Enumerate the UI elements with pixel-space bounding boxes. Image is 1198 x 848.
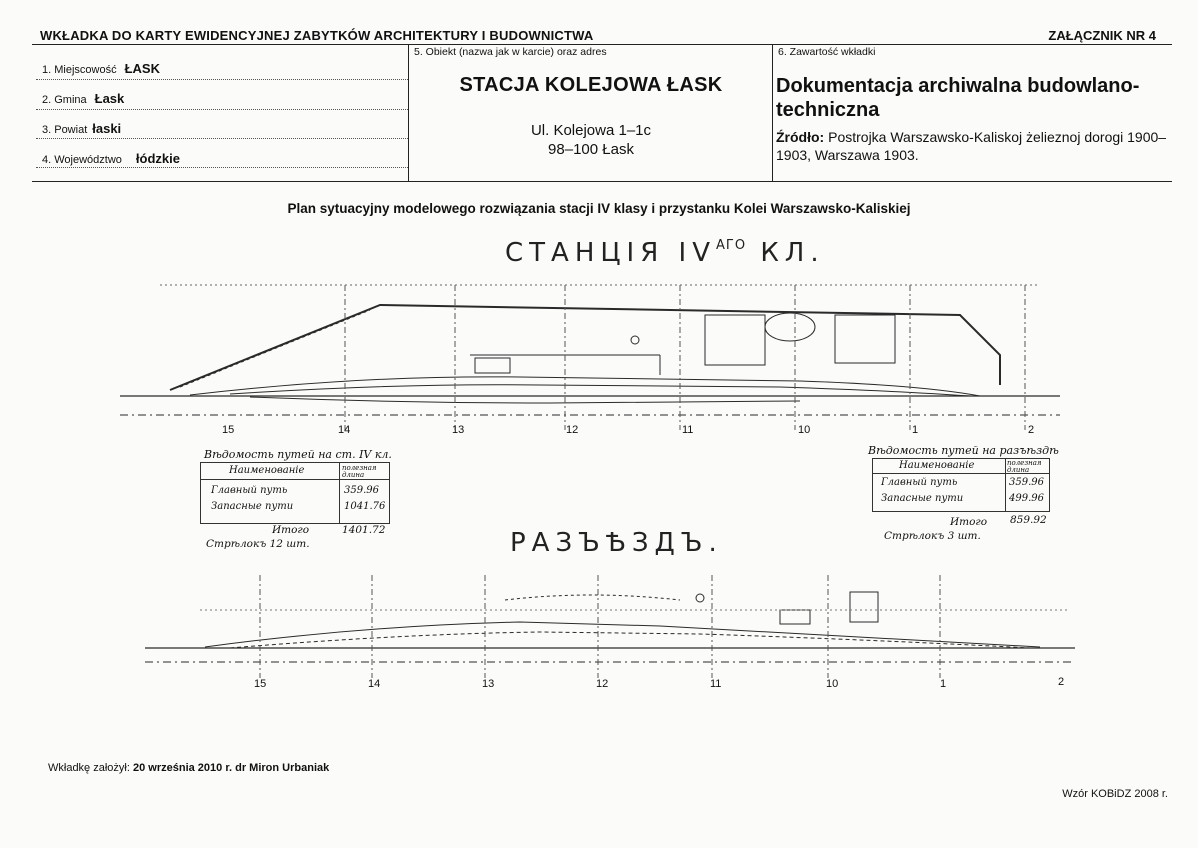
object-name: STACJA KOLEJOWA ŁASK xyxy=(459,74,723,96)
track-table-right: Наименованіе полезная длина Главный путь… xyxy=(872,458,1050,512)
founder-value: 20 września 2010 r. dr Miron Urbaniak xyxy=(132,762,330,774)
table-total-label: Итого xyxy=(950,516,988,528)
km-mark: 2 xyxy=(1058,676,1065,688)
table-row-name: Запасные пути xyxy=(211,501,294,512)
km-mark: 12 xyxy=(596,678,609,690)
table-row-name: Главный путь xyxy=(881,477,958,488)
field-value: łaski xyxy=(92,121,122,136)
km-mark: 15 xyxy=(222,424,235,436)
table-header-name: Наименованіе xyxy=(899,460,975,471)
drawing1-title-sup: АГО xyxy=(716,238,747,253)
track-table-right-caption: Вѣдомость путей на разъѣздѣ xyxy=(868,444,1059,457)
km-mark: 2 xyxy=(1028,424,1035,436)
field-divider xyxy=(36,138,408,139)
table-header-length: полезная длина xyxy=(342,464,377,479)
field-value: Łask xyxy=(94,91,125,106)
km-mark: 1 xyxy=(912,424,919,436)
source-label: Źródło: xyxy=(776,129,825,145)
table-row-name: Запасные пути xyxy=(881,493,964,504)
table-row-length: 359.96 xyxy=(344,485,379,496)
passing-loop-drawing xyxy=(145,575,1075,678)
header-bottom-rule xyxy=(32,181,1172,182)
km-mark: 11 xyxy=(710,678,722,690)
object-caption: 5. Obiekt (nazwa jak w karcie) oraz adre… xyxy=(414,46,607,58)
km-mark: 1 xyxy=(940,678,947,690)
table-header-length: полезная длина xyxy=(1007,459,1042,474)
km-mark: 11 xyxy=(682,424,694,436)
km-mark: 14 xyxy=(338,424,351,436)
track-table-left-caption: Вѣдомость путей на ст. IV кл. xyxy=(204,448,392,461)
content-caption: 6. Zawartość wkładki xyxy=(778,46,876,58)
address-street: Ul. Kolejowa 1–1c xyxy=(530,122,652,139)
drawing1-title-end: КЛ. xyxy=(746,238,825,268)
source-text: Postrojka Warszawsko-Kaliskoj żelieznoj … xyxy=(776,129,1167,163)
field-label: 1. Miejscowość xyxy=(42,64,117,76)
field-value: łódzkie xyxy=(135,151,180,166)
table-switches: Стрѣлокъ 12 шт. xyxy=(206,538,310,550)
field-divider xyxy=(36,109,408,110)
founder-label: Wkładkę założył: xyxy=(48,762,133,774)
table-row-name: Главный путь xyxy=(211,485,288,496)
table-switches: Стрѣлокъ 3 шт. xyxy=(884,530,981,542)
field-label: 2. Gmina xyxy=(42,94,87,106)
founder-note: Wkładkę założył: 20 września 2010 r. dr … xyxy=(48,762,329,774)
field-divider xyxy=(36,167,408,168)
field-value: ŁASK xyxy=(124,61,160,76)
header-rule xyxy=(32,44,1172,45)
plan-title: Plan sytuacyjny modelowego rozwiązania s… xyxy=(287,201,911,216)
content-title: Dokumentacja archiwalna budowlano-techni… xyxy=(776,75,1140,121)
field-county: 3. Powiat łaski xyxy=(42,120,121,138)
table-row-length: 499.96 xyxy=(1009,493,1044,504)
table-row-length: 1041.76 xyxy=(344,501,386,512)
column-divider xyxy=(408,44,409,181)
sheet-title: WKŁADKA DO KARTY EWIDENCYJNEJ ZABYTKÓW A… xyxy=(40,28,594,43)
source-note: Źródło: Postrojka Warszawsko-Kaliskoj że… xyxy=(776,128,1176,164)
km-mark: 10 xyxy=(826,678,839,690)
annex-number: ZAŁĄCZNIK NR 4 xyxy=(1048,28,1156,43)
column-divider xyxy=(772,44,773,181)
km-mark: 14 xyxy=(368,678,381,690)
km-mark: 13 xyxy=(482,678,495,690)
drawing1-title-main: СТАНЦIЯ IV xyxy=(505,238,717,268)
address-postal: 98–100 Łask xyxy=(548,141,634,158)
km-mark: 10 xyxy=(798,424,811,436)
station-plan-drawing xyxy=(120,284,1060,430)
field-locality: 1. Miejscowość ŁASK xyxy=(42,60,160,78)
table-row-length: 359.96 xyxy=(1009,477,1044,488)
km-mark: 15 xyxy=(254,678,267,690)
km-mark: 13 xyxy=(452,424,465,436)
field-divider xyxy=(36,79,408,80)
km-mark: 12 xyxy=(566,424,579,436)
drawing2-title: РАЗЪѢЗДЪ. xyxy=(510,528,723,558)
table-total-value: 1401.72 xyxy=(342,524,386,536)
table-total-label: Итого xyxy=(272,524,310,536)
object-address: Ul. Kolejowa 1–1c 98–100 Łask xyxy=(410,121,772,159)
table-header-name: Наименованіе xyxy=(229,465,305,476)
field-commune: 2. Gmina Łask xyxy=(42,90,124,108)
drawing1-title: СТАНЦIЯ IVАГО КЛ. xyxy=(505,238,825,268)
template-note: Wzór KOBiDZ 2008 r. xyxy=(1062,788,1168,800)
field-label: 4. Województwo xyxy=(42,154,122,166)
table-total-value: 859.92 xyxy=(1010,514,1047,526)
track-table-left: Наименованіе полезная длина Главный путь… xyxy=(200,462,390,524)
field-label: 3. Powiat xyxy=(42,124,88,136)
field-voivodeship: 4. Województwo łódzkie xyxy=(42,150,180,168)
